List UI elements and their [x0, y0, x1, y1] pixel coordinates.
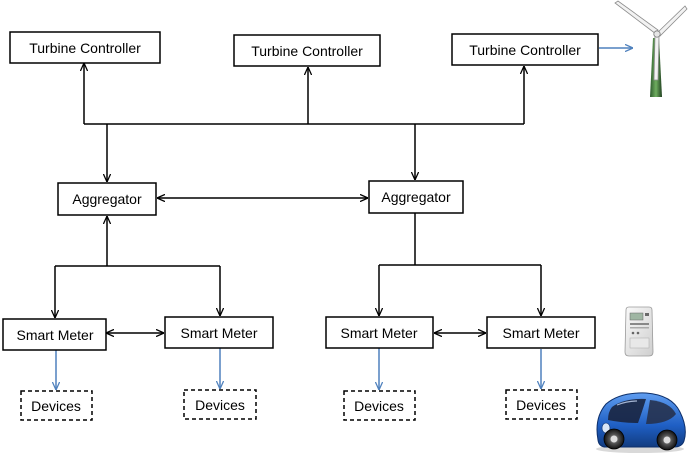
- electric-car-icon: [596, 392, 686, 453]
- devices-2: Devices: [183, 389, 257, 420]
- connectors: [55, 63, 541, 333]
- turbine-controller-label: Turbine Controller: [469, 42, 581, 58]
- turbine-controller-label: Turbine Controller: [251, 43, 363, 59]
- aggregator-1: Aggregator: [57, 182, 157, 216]
- devices-label: Devices: [195, 397, 245, 413]
- devices-3: Devices: [343, 390, 416, 421]
- smart-meter-label: Smart Meter: [340, 325, 417, 341]
- smart-meter-3: Smart Meter: [325, 316, 434, 349]
- turbine-controller-1: Turbine Controller: [9, 31, 161, 64]
- devices-label: Devices: [31, 398, 81, 414]
- aggregator-2: Aggregator: [368, 180, 464, 214]
- devices-4: Devices: [505, 389, 578, 420]
- device-links: [56, 48, 633, 390]
- wind-turbine-icon: [614, 0, 688, 97]
- smart-meter-label: Smart Meter: [16, 327, 93, 343]
- smart-meter-label: Smart Meter: [180, 325, 257, 341]
- turbine-controller-3: Turbine Controller: [451, 33, 599, 66]
- devices-label: Devices: [516, 397, 566, 413]
- devices-label: Devices: [354, 398, 404, 414]
- aggregator-label: Aggregator: [72, 191, 142, 207]
- smart-meter-1: Smart Meter: [2, 318, 107, 351]
- devices-1: Devices: [20, 390, 93, 421]
- electricity-meter-icon: [624, 306, 654, 357]
- turbine-controller-2: Turbine Controller: [233, 34, 381, 67]
- smart-meter-label: Smart Meter: [502, 325, 579, 341]
- turbine-controller-label: Turbine Controller: [29, 40, 141, 56]
- smart-meter-4: Smart Meter: [486, 316, 596, 349]
- smart-meter-2: Smart Meter: [164, 316, 274, 349]
- aggregator-label: Aggregator: [381, 189, 451, 205]
